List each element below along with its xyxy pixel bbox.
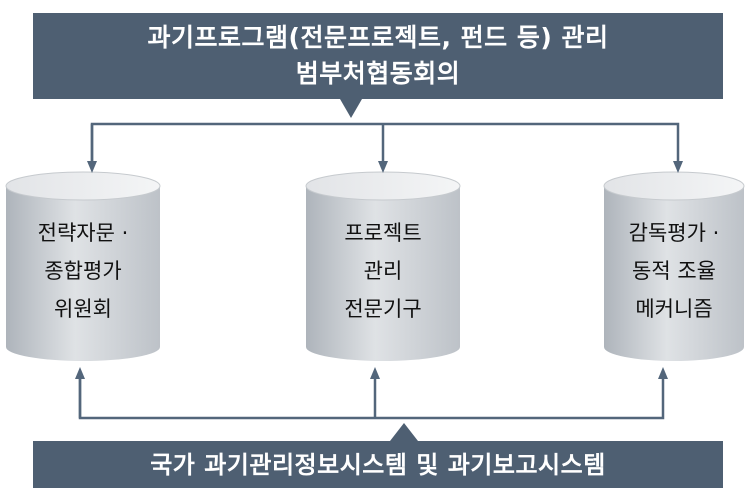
cylinder-center: [305, 171, 461, 361]
cylinder-right-line3: 메커니즘: [635, 297, 713, 321]
bottom-banner: 국가 과기관리정보시스템 및 과기보고시스템: [33, 441, 723, 488]
cylinder-center-line1: 프로젝트: [344, 221, 422, 245]
top-banner-line2: 범부처협동회의: [295, 59, 461, 88]
cylinder-right-line1: 감독평가 ·: [628, 221, 720, 245]
cylinder-left-label: 전략자문 · 종합평가 위원회: [6, 214, 160, 328]
top-banner-line1: 과기프로그램(전문프로젝트, 펀드 등) 관리: [147, 23, 609, 52]
cylinder-left-line1: 전략자문 ·: [37, 221, 129, 245]
cylinder-center-line2: 관리: [363, 259, 403, 283]
top-connector-lines: [87, 122, 683, 173]
cylinder-right-line2: 동적 조율: [632, 259, 716, 283]
cylinder-center-label: 프로젝트 관리 전문기구: [306, 214, 460, 328]
cylinder-right: [603, 171, 745, 361]
cylinder-left-line3: 위원회: [54, 297, 112, 321]
cylinder-center-line3: 전문기구: [344, 297, 422, 321]
top-banner: 과기프로그램(전문프로젝트, 펀드 등) 관리 범부처협동회의: [33, 13, 723, 99]
bottom-connector-lines: [75, 367, 668, 420]
cylinder-right-label: 감독평가 · 동적 조율 메커니즘: [604, 214, 744, 328]
cylinder-left-line2: 종합평가: [44, 259, 122, 283]
bottom-banner-line1: 국가 과기관리정보시스템 및 과기보고시스템: [150, 450, 606, 479]
cylinder-left: [5, 171, 161, 361]
